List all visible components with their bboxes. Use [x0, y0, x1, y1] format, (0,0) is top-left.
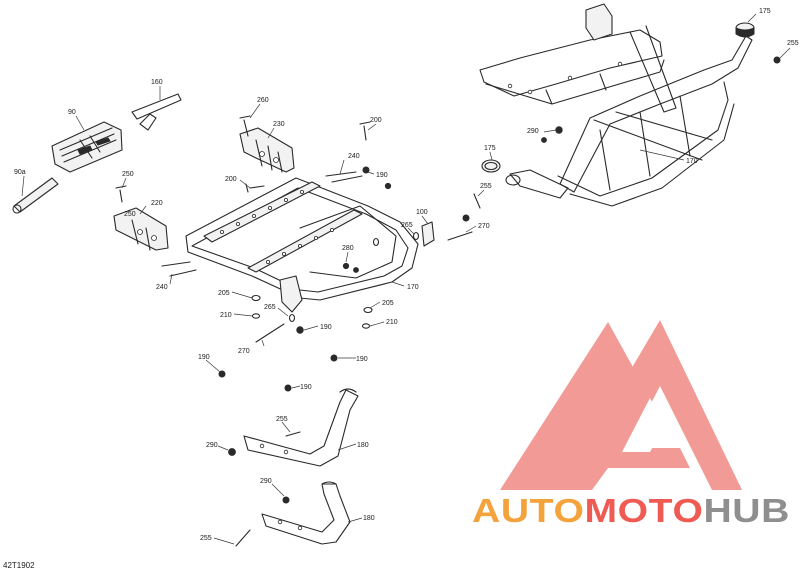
callout-175-top: 175 [759, 8, 771, 15]
callout-175-mid: 175 [484, 145, 496, 152]
bolt-270a [447, 231, 473, 241]
bolt-240b [161, 261, 197, 277]
logo-word-moto: MOTO [584, 492, 703, 529]
tool-roll-90-tools [77, 137, 111, 155]
logo-mark-inner [622, 398, 664, 452]
rack-hole-row [219, 189, 334, 264]
callout-190-b: 190 [320, 324, 332, 331]
hardware-parts [115, 56, 781, 547]
callout-190-c: 190 [356, 356, 368, 363]
callout-100: 100 [416, 209, 428, 216]
bolt-255d [235, 529, 251, 547]
callout-220: 220 [151, 200, 163, 207]
callout-280: 280 [342, 245, 354, 252]
callout-255-top: 255 [787, 40, 799, 47]
extension-90a-end [12, 204, 22, 214]
callout-160: 160 [151, 79, 163, 86]
callout-200-b: 200 [225, 176, 237, 183]
callout-290-c: 290 [260, 478, 272, 485]
logo-mark-left [500, 322, 650, 490]
callout-240-b: 240 [156, 284, 168, 291]
callout-210-a: 210 [220, 312, 232, 319]
callout-255-mid: 255 [480, 183, 492, 190]
front-bumper-170 [505, 35, 753, 207]
bolt-200b [245, 183, 265, 193]
callout-255-bottom: 255 [200, 535, 212, 542]
front-rack-frame [185, 177, 419, 313]
bracket-220 [113, 207, 169, 251]
callout-labels: 175 255 160 90 90a 260 230 200 240 290 1… [14, 8, 799, 542]
bolt-255c [285, 431, 301, 437]
callout-205-a: 205 [218, 290, 230, 297]
callout-265-a: 265 [401, 222, 413, 229]
callout-270-a: 270 [478, 223, 490, 230]
leader-lines [21, 13, 791, 545]
bolt-255b [473, 193, 481, 209]
callout-270-b: 270 [238, 348, 250, 355]
bolt-200a [359, 121, 371, 141]
callout-260: 260 [257, 97, 269, 104]
bracket-230 [239, 127, 295, 173]
wrench-160-head [139, 113, 157, 131]
wrench-160 [131, 93, 182, 120]
bracket-100 [421, 221, 435, 247]
bolt-250 [115, 185, 127, 203]
callout-265-b: 265 [264, 304, 276, 311]
cap-175-mid [481, 159, 501, 173]
main-frame [479, 3, 677, 113]
bolt-260 [239, 115, 251, 137]
callout-190-d: 190 [198, 354, 210, 361]
handle-180-lower [261, 481, 351, 545]
callout-205-b: 205 [382, 300, 394, 307]
bolt-270b [255, 323, 285, 343]
callout-170-rack: 170 [407, 284, 419, 291]
logo-mark-right [560, 320, 742, 490]
logo-word-hub: HUB [703, 492, 790, 529]
logo-mark [500, 320, 742, 490]
extension-90a [13, 177, 59, 213]
callout-230: 230 [273, 121, 285, 128]
callout-190-e: 190 [300, 384, 312, 391]
handle-180-upper [243, 388, 359, 467]
callout-240-a: 240 [348, 153, 360, 160]
callout-250-b: 250 [124, 211, 136, 218]
callout-90: 90 [68, 109, 76, 116]
logo-word-auto: AUTO [472, 492, 584, 529]
callout-170-bumper: 170 [686, 158, 698, 165]
cap-175-top [735, 22, 755, 38]
tool-kit-group [12, 93, 182, 214]
callout-200-a: 200 [370, 117, 382, 124]
callout-290-b: 290 [206, 442, 218, 449]
callout-180-upper: 180 [357, 442, 369, 449]
callout-210-b: 210 [386, 319, 398, 326]
callout-290-a: 290 [527, 128, 539, 135]
callout-255-handle: 255 [276, 416, 288, 423]
callout-180-lower: 180 [363, 515, 375, 522]
callout-190-a: 190 [376, 172, 388, 179]
callout-250-a: 250 [122, 171, 134, 178]
diagram-reference-code: 42T1902 [3, 561, 35, 570]
callout-90a: 90a [14, 169, 26, 176]
bolt-240a [325, 171, 363, 183]
